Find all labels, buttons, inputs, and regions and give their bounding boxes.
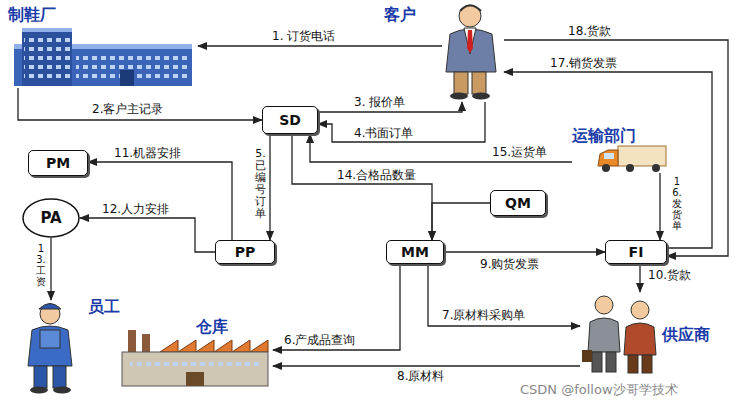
node-label: 供应商 <box>662 326 710 344</box>
module-box: QM <box>490 190 546 216</box>
flow-arrow <box>50 238 51 300</box>
node-label: 客户 <box>384 6 416 24</box>
flow-arrow <box>444 251 605 252</box>
flow-arrow <box>80 218 215 252</box>
customer-node: 客户 <box>442 2 504 102</box>
module-box: FI <box>605 240 667 264</box>
flow-label: 13.工资 <box>36 243 46 287</box>
flow-arrow <box>432 203 490 240</box>
module-box: SD <box>262 106 318 134</box>
vendor-node: 供应商 <box>580 292 660 377</box>
flow-arrow <box>639 264 640 292</box>
employee-node: 员工 <box>18 300 82 395</box>
flow-arrow <box>659 173 660 240</box>
module-name: PM <box>46 155 70 171</box>
flow-label: 11.机器安排 <box>112 146 183 160</box>
flow-label: 17.销货发票 <box>548 56 619 70</box>
node-label: 仓库 <box>196 318 228 336</box>
transport-node: 运输部门 <box>572 127 690 173</box>
customer-figure <box>446 5 496 100</box>
flow-label: 6.产成品查询 <box>282 333 357 347</box>
flow-label: 1. 订货电话 <box>270 29 337 43</box>
flow-label: 15.运货单 <box>490 145 549 159</box>
flow-arrow <box>428 264 580 326</box>
module-box: PM <box>28 150 88 176</box>
module-box: PP <box>215 240 275 264</box>
flow-arrow <box>273 264 400 350</box>
flow-label: 7.原材料采购单 <box>440 308 527 322</box>
module-name: QM <box>505 195 531 211</box>
employee-figure <box>28 304 72 394</box>
module-name: FI <box>629 244 644 260</box>
node-label: 制鞋厂 <box>8 6 56 24</box>
flow-label: 5.已编号订单 <box>255 148 266 221</box>
flow-arrow <box>273 365 580 366</box>
flow-arrow <box>269 134 270 240</box>
module-box: MM <box>386 240 444 264</box>
watermark: CSDN @follow沙哥学技术 <box>520 381 678 399</box>
flow-arrow <box>504 72 712 248</box>
vendor-figures <box>582 296 656 373</box>
factory-illustration <box>14 28 192 86</box>
flow-label: 4.书面订单 <box>352 126 415 140</box>
flow-arrow <box>88 162 232 240</box>
warehouse-node: 仓库 <box>118 318 273 388</box>
flow-label: 9.购货发票 <box>478 257 541 271</box>
flow-label: 8.原材料 <box>395 369 446 383</box>
module-name: MM <box>401 244 429 260</box>
flow-arrow <box>292 134 432 240</box>
flow-label: 10.货款 <box>646 268 693 282</box>
module-circle: PA <box>22 198 80 238</box>
truck-figure <box>598 146 666 172</box>
module-name: PP <box>235 244 256 260</box>
flow-label: 14.合格品数量 <box>335 168 418 182</box>
flow-label: 16.发货单 <box>672 176 682 231</box>
node-label: 员工 <box>88 298 120 316</box>
flow-label: 2.客户主记录 <box>90 102 165 116</box>
flow-arrow <box>310 134 572 162</box>
flow-arrow <box>198 45 442 46</box>
flow-label: 3. 报价单 <box>352 95 407 109</box>
warehouse-figure <box>122 330 268 386</box>
flow-arrow <box>18 88 262 120</box>
flow-label: 18.货款 <box>566 24 613 38</box>
module-name: PA <box>40 209 61 227</box>
flow-label: 12.人力安排 <box>100 202 171 216</box>
factory-node: 制鞋厂 <box>8 8 198 88</box>
node-label: 运输部门 <box>572 127 636 145</box>
module-name: SD <box>279 112 301 128</box>
